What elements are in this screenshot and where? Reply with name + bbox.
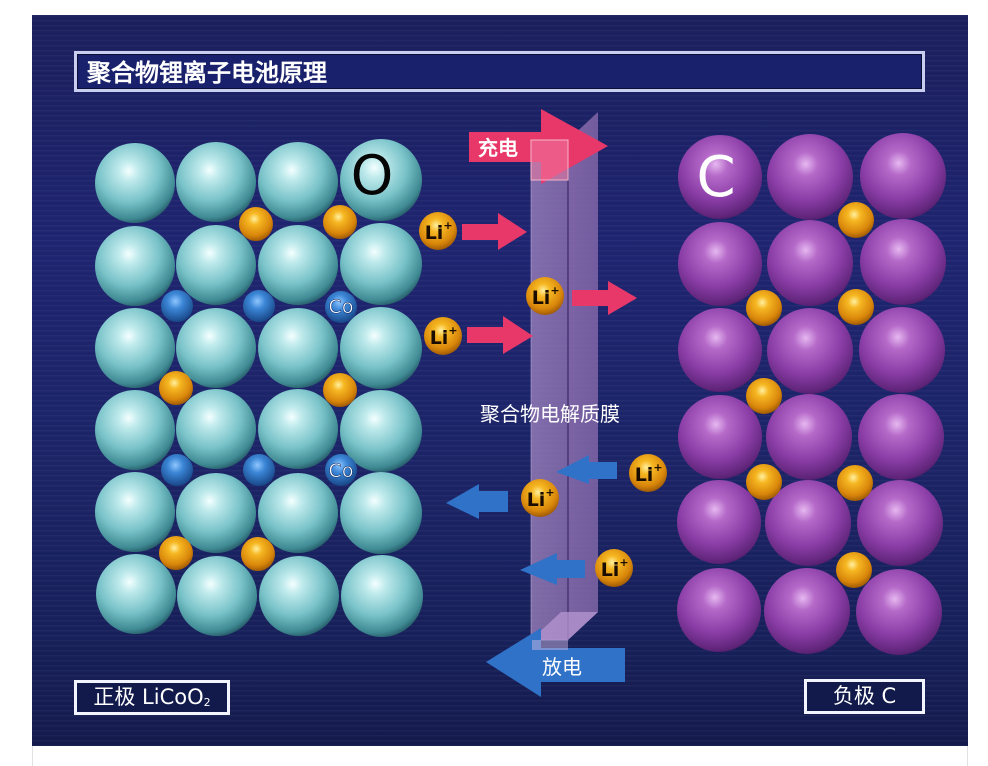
- battery-diagram: O Co Co C: [32, 15, 968, 746]
- lithium-spheres-negative: [746, 202, 874, 588]
- positive-electrode-lattice: O Co Co: [95, 139, 423, 637]
- positive-electrode-subscript: 2: [203, 696, 211, 709]
- lithium-ion: Li +: [526, 277, 564, 315]
- oxygen-atom-label: O: [351, 144, 394, 207]
- discharge-arrow: 放电: [486, 628, 625, 697]
- lithium-ion: Li +: [629, 454, 667, 492]
- positive-electrode-prefix: 正极: [93, 685, 143, 709]
- discharge-ion-arrows: [446, 455, 617, 585]
- svg-text:Li: Li: [430, 327, 449, 349]
- positive-electrode-formula: LiCoO: [142, 685, 204, 709]
- svg-text:Li: Li: [532, 287, 551, 309]
- svg-text:+: +: [619, 556, 628, 569]
- svg-text:Li: Li: [635, 464, 654, 486]
- svg-text:+: +: [448, 324, 457, 337]
- svg-text:Li: Li: [601, 559, 620, 581]
- svg-text:+: +: [545, 486, 554, 499]
- membrane-label: 聚合物电解质膜: [480, 402, 620, 426]
- title-box: 聚合物锂离子电池原理: [74, 51, 925, 92]
- lithium-ion: Li +: [595, 549, 633, 587]
- charge-arrow: 充电: [469, 109, 608, 184]
- svg-text:+: +: [443, 219, 452, 232]
- positive-electrode-label: 正极 LiCoO2: [74, 680, 230, 715]
- cobalt-atom-label: Co: [329, 460, 354, 482]
- lithium-ion: Li +: [419, 212, 457, 250]
- negative-electrode-label: 负极 C: [804, 679, 925, 714]
- oxygen-spheres: [95, 139, 423, 637]
- negative-electrode-lattice: C: [677, 133, 946, 655]
- lithium-spheres-positive: [159, 205, 357, 571]
- lithium-ion: Li +: [424, 317, 462, 355]
- diagram-scene: O Co Co C: [95, 109, 946, 697]
- svg-text:+: +: [653, 461, 662, 474]
- svg-text:Li: Li: [425, 222, 444, 244]
- discharge-label: 放电: [542, 655, 582, 679]
- carbon-spheres: [677, 133, 946, 655]
- diagram-title: 聚合物锂离子电池原理: [87, 59, 327, 87]
- cobalt-spheres: [161, 290, 357, 486]
- lithium-ion: Li +: [521, 479, 559, 517]
- cobalt-atom-label: Co: [329, 296, 354, 318]
- negative-electrode-text: 负极 C: [832, 684, 897, 708]
- lithium-ions: Li + Li + Li + Li + Li +: [419, 212, 667, 587]
- charge-ion-arrows: [462, 213, 637, 354]
- svg-text:Li: Li: [527, 489, 546, 511]
- svg-text:+: +: [550, 284, 559, 297]
- charge-label: 充电: [478, 136, 518, 160]
- carbon-atom-label: C: [696, 145, 735, 210]
